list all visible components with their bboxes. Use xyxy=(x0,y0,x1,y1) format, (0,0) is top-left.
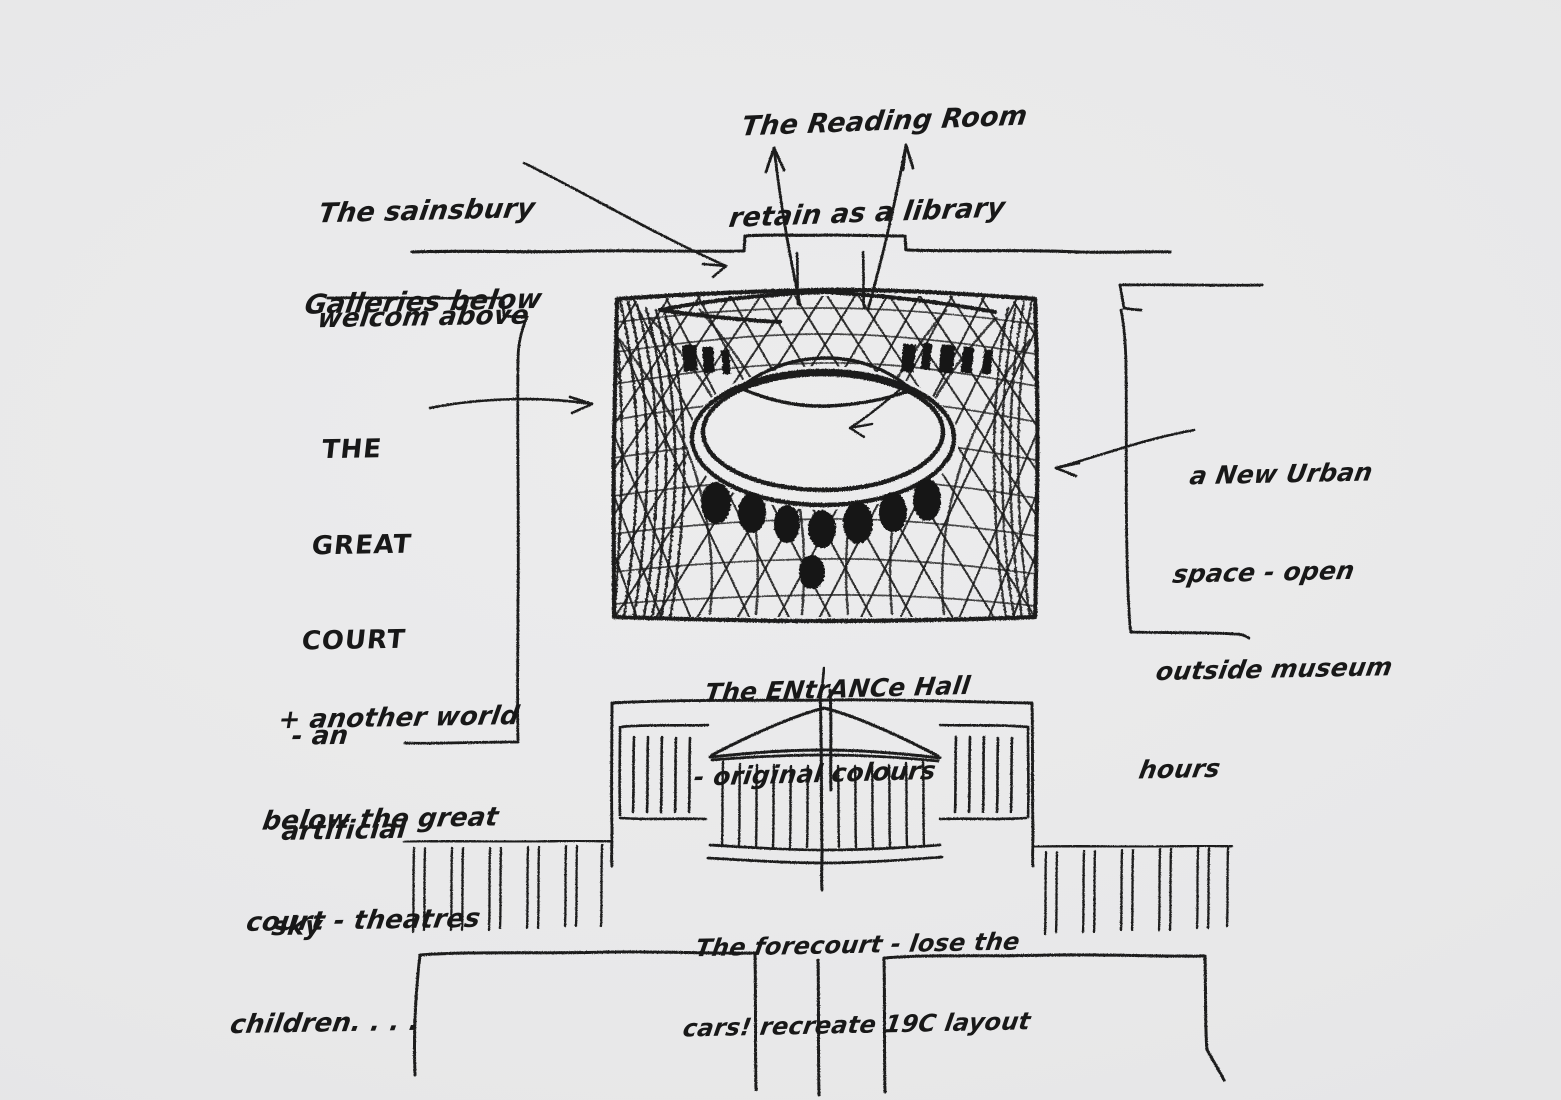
annotation-urban-space-line2: space - open xyxy=(1170,555,1358,589)
annotation-reading-room-line2: retain as a library xyxy=(727,192,1008,235)
annotation-entrance-hall-line2: - original colours xyxy=(692,755,938,792)
annotation-reading-room: The Reading Room retain as a library xyxy=(719,41,1038,295)
annotation-urban-space-line4: hours xyxy=(1136,753,1223,784)
annotation-forecourt-line1: The forecourt - lose the xyxy=(693,927,1022,963)
annotation-great-court-line2: GREAT xyxy=(310,529,414,561)
annotation-urban-space-line1: a New Urban xyxy=(1187,457,1376,491)
annotation-another-world-line4: children. . . . xyxy=(228,1006,422,1040)
annotation-reading-room-line1: The Reading Room xyxy=(739,100,1030,144)
annotation-forecourt-line2: cars! recreate 19C layout xyxy=(680,1007,1033,1043)
annotation-welcome-line1: welcom above xyxy=(315,300,531,335)
annotation-great-court-line1: THE xyxy=(320,434,384,466)
annotation-urban-space-line3: outside museum xyxy=(1153,652,1395,687)
annotation-another-world-line1: + another world xyxy=(276,700,522,735)
annotation-another-world-line3: court - theatres xyxy=(244,904,483,939)
annotation-forecourt: The forecourt - lose the cars! recreate … xyxy=(673,874,1054,1097)
annotation-another-world-line2: below the great xyxy=(260,802,501,837)
annotation-sainsbury-line1: The sainsbury xyxy=(316,193,538,230)
annotation-entrance-hall: The ENtrANCe Hall - original colours xyxy=(685,616,980,848)
annotation-entrance-hall-line1: The ENtrANCe Hall xyxy=(703,670,973,708)
